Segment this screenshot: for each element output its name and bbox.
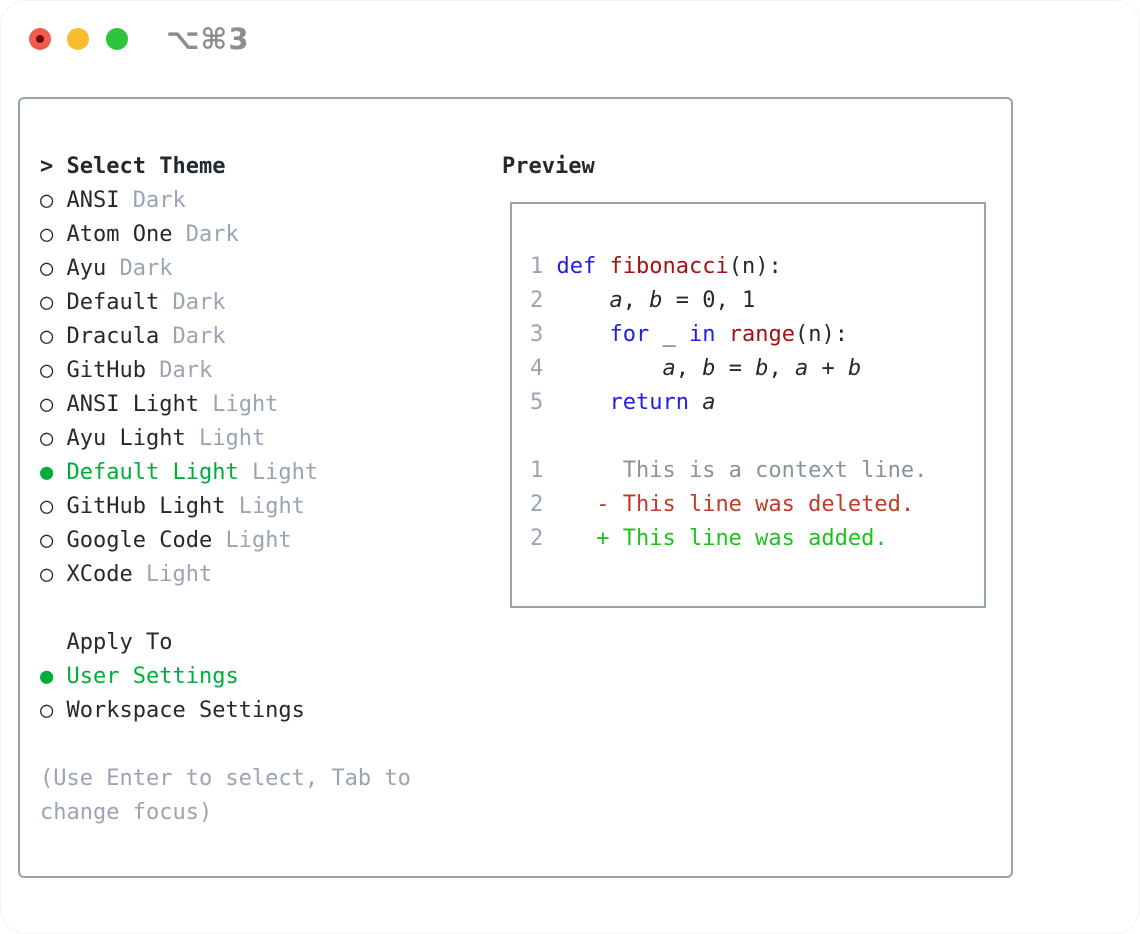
line-number: 1 <box>530 254 544 279</box>
code-line: 5 return a <box>530 390 716 415</box>
code-line: 1 def fibonacci(n): <box>530 254 782 279</box>
close-button[interactable] <box>29 28 51 50</box>
window-shortcut-label: ⌥⌘3 <box>166 22 250 56</box>
theme-name: GitHub Light <box>66 494 226 519</box>
theme-name: Dracula <box>66 324 160 349</box>
theme-option-github-dark[interactable]: ○ GitHub Dark <box>40 354 411 388</box>
theme-name: Ayu Light <box>66 426 186 451</box>
theme-name: XCode <box>66 562 133 587</box>
theme-option-xcode-light[interactable]: ○ XCode Light <box>40 558 411 592</box>
minimize-button[interactable] <box>67 28 89 50</box>
theme-option-default-dark[interactable]: ○ Default Dark <box>40 286 411 320</box>
apply-to-indent <box>40 630 67 655</box>
theme-name: ANSI Light <box>66 392 199 417</box>
theme-variant-label: Dark <box>185 222 239 247</box>
close-button-dot <box>36 35 44 43</box>
theme-option-ayu-dark[interactable]: ○ Ayu Dark <box>40 252 411 286</box>
theme-variant-label: Light <box>225 528 292 553</box>
radio-unselected-icon: ○ <box>40 256 54 281</box>
apply-to-title: Apply To <box>66 630 173 655</box>
theme-name: ANSI <box>66 188 120 213</box>
theme-variant-label: Dark <box>119 256 173 281</box>
keyboard-hint-line-1: (Use Enter to select, Tab to <box>40 766 411 791</box>
diff-line-added: 2 + This line was added. <box>530 522 984 556</box>
radio-unselected-icon: ○ <box>40 528 54 553</box>
radio-unselected-icon: ○ <box>40 358 54 383</box>
apply-option-name: User Settings <box>66 664 239 689</box>
theme-name: Ayu <box>66 256 107 281</box>
theme-variant-label: Light <box>198 426 266 451</box>
theme-variant-label: Dark <box>132 188 186 213</box>
theme-name: Default Light <box>66 460 239 485</box>
theme-name: Google Code <box>66 528 213 553</box>
radio-unselected-icon: ○ <box>40 222 54 247</box>
diff-line-deleted: 2 - This line was deleted. <box>530 488 984 522</box>
radio-selected-icon: ● <box>40 460 54 485</box>
theme-options-list: ○ ANSI Dark○ Atom One Dark○ Ayu Dark○ De… <box>40 184 411 592</box>
theme-option-dracula-dark[interactable]: ○ Dracula Dark <box>40 320 411 354</box>
preview-box: 1 def fibonacci(n): 2 a, b = 0, 1 3 for _ … <box>510 202 986 608</box>
line-number: 1 <box>530 458 544 483</box>
apply-to-options-list: ● User Settings○ Workspace Settings <box>40 660 411 728</box>
apply-option-workspace-settings[interactable]: ○ Workspace Settings <box>40 694 411 728</box>
diff-preview: 1 This is a context line.2 - This line w… <box>530 454 984 556</box>
preview-gap <box>530 420 984 454</box>
radio-unselected-icon: ○ <box>40 698 54 723</box>
radio-unselected-icon: ○ <box>40 426 54 451</box>
select-theme-header: > Select Theme <box>40 150 411 184</box>
radio-unselected-icon: ○ <box>40 290 54 315</box>
code-line: 3 for _ in range(n): <box>530 322 848 347</box>
radio-unselected-icon: ○ <box>40 188 54 213</box>
theme-variant-label: Dark <box>172 324 226 349</box>
code-preview: 1 def fibonacci(n): 2 a, b = 0, 1 3 for _ … <box>530 250 984 420</box>
select-theme-title: Select Theme <box>66 154 226 179</box>
radio-unselected-icon: ○ <box>40 392 54 417</box>
theme-variant-label: Light <box>238 494 305 519</box>
diff-text: This is a context line. <box>556 458 928 483</box>
keyboard-hint-line-2: change focus) <box>40 800 213 825</box>
apply-option-user-settings[interactable]: ● User Settings <box>40 660 411 694</box>
section-gap <box>40 592 411 626</box>
theme-option-ansi-light-light[interactable]: ○ ANSI Light Light <box>40 388 411 422</box>
theme-variant-label: Light <box>145 562 213 587</box>
theme-variant-label: Dark <box>172 290 226 315</box>
radio-unselected-icon: ○ <box>40 494 54 519</box>
theme-selector-panel: > Select Theme ○ ANSI Dark○ Atom One Dar… <box>18 97 1013 878</box>
line-number: 3 <box>530 322 544 347</box>
line-number: 4 <box>530 356 544 381</box>
preview-title: Preview <box>502 154 595 179</box>
theme-option-ansi-dark[interactable]: ○ ANSI Dark <box>40 184 411 218</box>
theme-option-github-light-light[interactable]: ○ GitHub Light Light <box>40 490 411 524</box>
line-number: 2 <box>530 492 544 517</box>
theme-variant-label: Light <box>212 392 279 417</box>
line-number: 5 <box>530 390 544 415</box>
theme-name: GitHub <box>66 358 146 383</box>
theme-option-default-light-light[interactable]: ● Default Light Light <box>40 456 411 490</box>
maximize-button[interactable] <box>106 28 128 50</box>
theme-variant-label: Dark <box>159 358 213 383</box>
diff-line-context: 1 This is a context line. <box>530 454 984 488</box>
theme-list-column: > Select Theme ○ ANSI Dark○ Atom One Dar… <box>40 150 411 830</box>
diff-text: - This line was deleted. <box>556 492 915 517</box>
theme-option-atom-one-dark[interactable]: ○ Atom One Dark <box>40 218 411 252</box>
focus-caret: > <box>40 154 54 179</box>
theme-name: Default <box>66 290 160 315</box>
theme-name: Atom One <box>66 222 173 247</box>
theme-option-ayu-light-light[interactable]: ○ Ayu Light Light <box>40 422 411 456</box>
line-number: 2 <box>530 526 544 551</box>
radio-selected-icon: ● <box>40 664 54 689</box>
line-number: 2 <box>530 288 544 313</box>
apply-to-header: Apply To <box>40 626 411 660</box>
code-line: 4 a, b = b, a + b <box>530 356 862 381</box>
apply-option-name: Workspace Settings <box>66 698 305 723</box>
diff-text: + This line was added. <box>556 526 888 551</box>
radio-unselected-icon: ○ <box>40 562 54 587</box>
section-gap <box>40 728 411 762</box>
theme-variant-label: Light <box>251 460 319 485</box>
theme-option-google-code-light[interactable]: ○ Google Code Light <box>40 524 411 558</box>
code-line: 2 a, b = 0, 1 <box>530 288 756 313</box>
radio-unselected-icon: ○ <box>40 324 54 349</box>
